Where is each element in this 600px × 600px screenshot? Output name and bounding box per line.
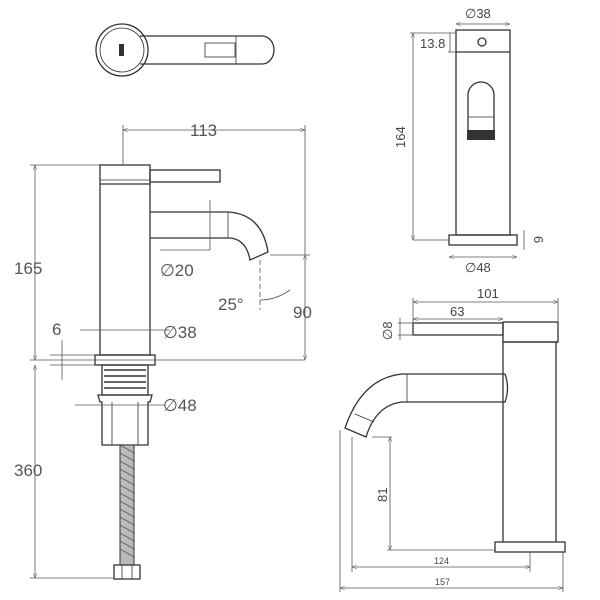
side-dim-cap-height: 13.8 <box>420 36 445 51</box>
profile-dim-spout-projection: 124 <box>434 556 449 566</box>
dim-spout-reach: 113 <box>190 121 217 140</box>
dim-outlet-height: 90 <box>293 303 312 322</box>
side-dim-base-thickness: 6 <box>531 236 546 243</box>
side-dim-body-height: 164 <box>393 126 408 148</box>
dim-base-diameter: ∅48 <box>163 396 197 415</box>
profile-dim-overall-depth: 157 <box>435 577 450 587</box>
dim-body-diameter: ∅38 <box>163 323 197 342</box>
dim-tap-height: 165 <box>14 259 42 278</box>
profile-dim-overall-handle: 101 <box>477 286 499 301</box>
front-view: 113 165 90 ∅20 25° 6 ∅38 ∅48 360 <box>14 121 312 580</box>
dim-base-thickness: 6 <box>52 320 61 339</box>
side-dim-body-diameter: ∅38 <box>465 6 491 21</box>
dim-spout-diameter: ∅20 <box>160 261 194 280</box>
profile-dim-outlet-height: 81 <box>375 488 390 502</box>
profile-view: 101 63 ∅8 81 124 157 <box>339 286 566 592</box>
profile-dim-lever-length: 63 <box>450 304 464 319</box>
dim-hose-length: 360 <box>14 461 42 480</box>
dim-spout-angle: 25° <box>218 295 244 314</box>
top-plan-view <box>95 23 275 77</box>
side-dim-base-diameter: ∅48 <box>465 260 491 275</box>
profile-dim-lever-diameter: ∅8 <box>380 321 395 340</box>
side-view: ∅38 13.8 164 6 ∅48 <box>393 6 546 275</box>
